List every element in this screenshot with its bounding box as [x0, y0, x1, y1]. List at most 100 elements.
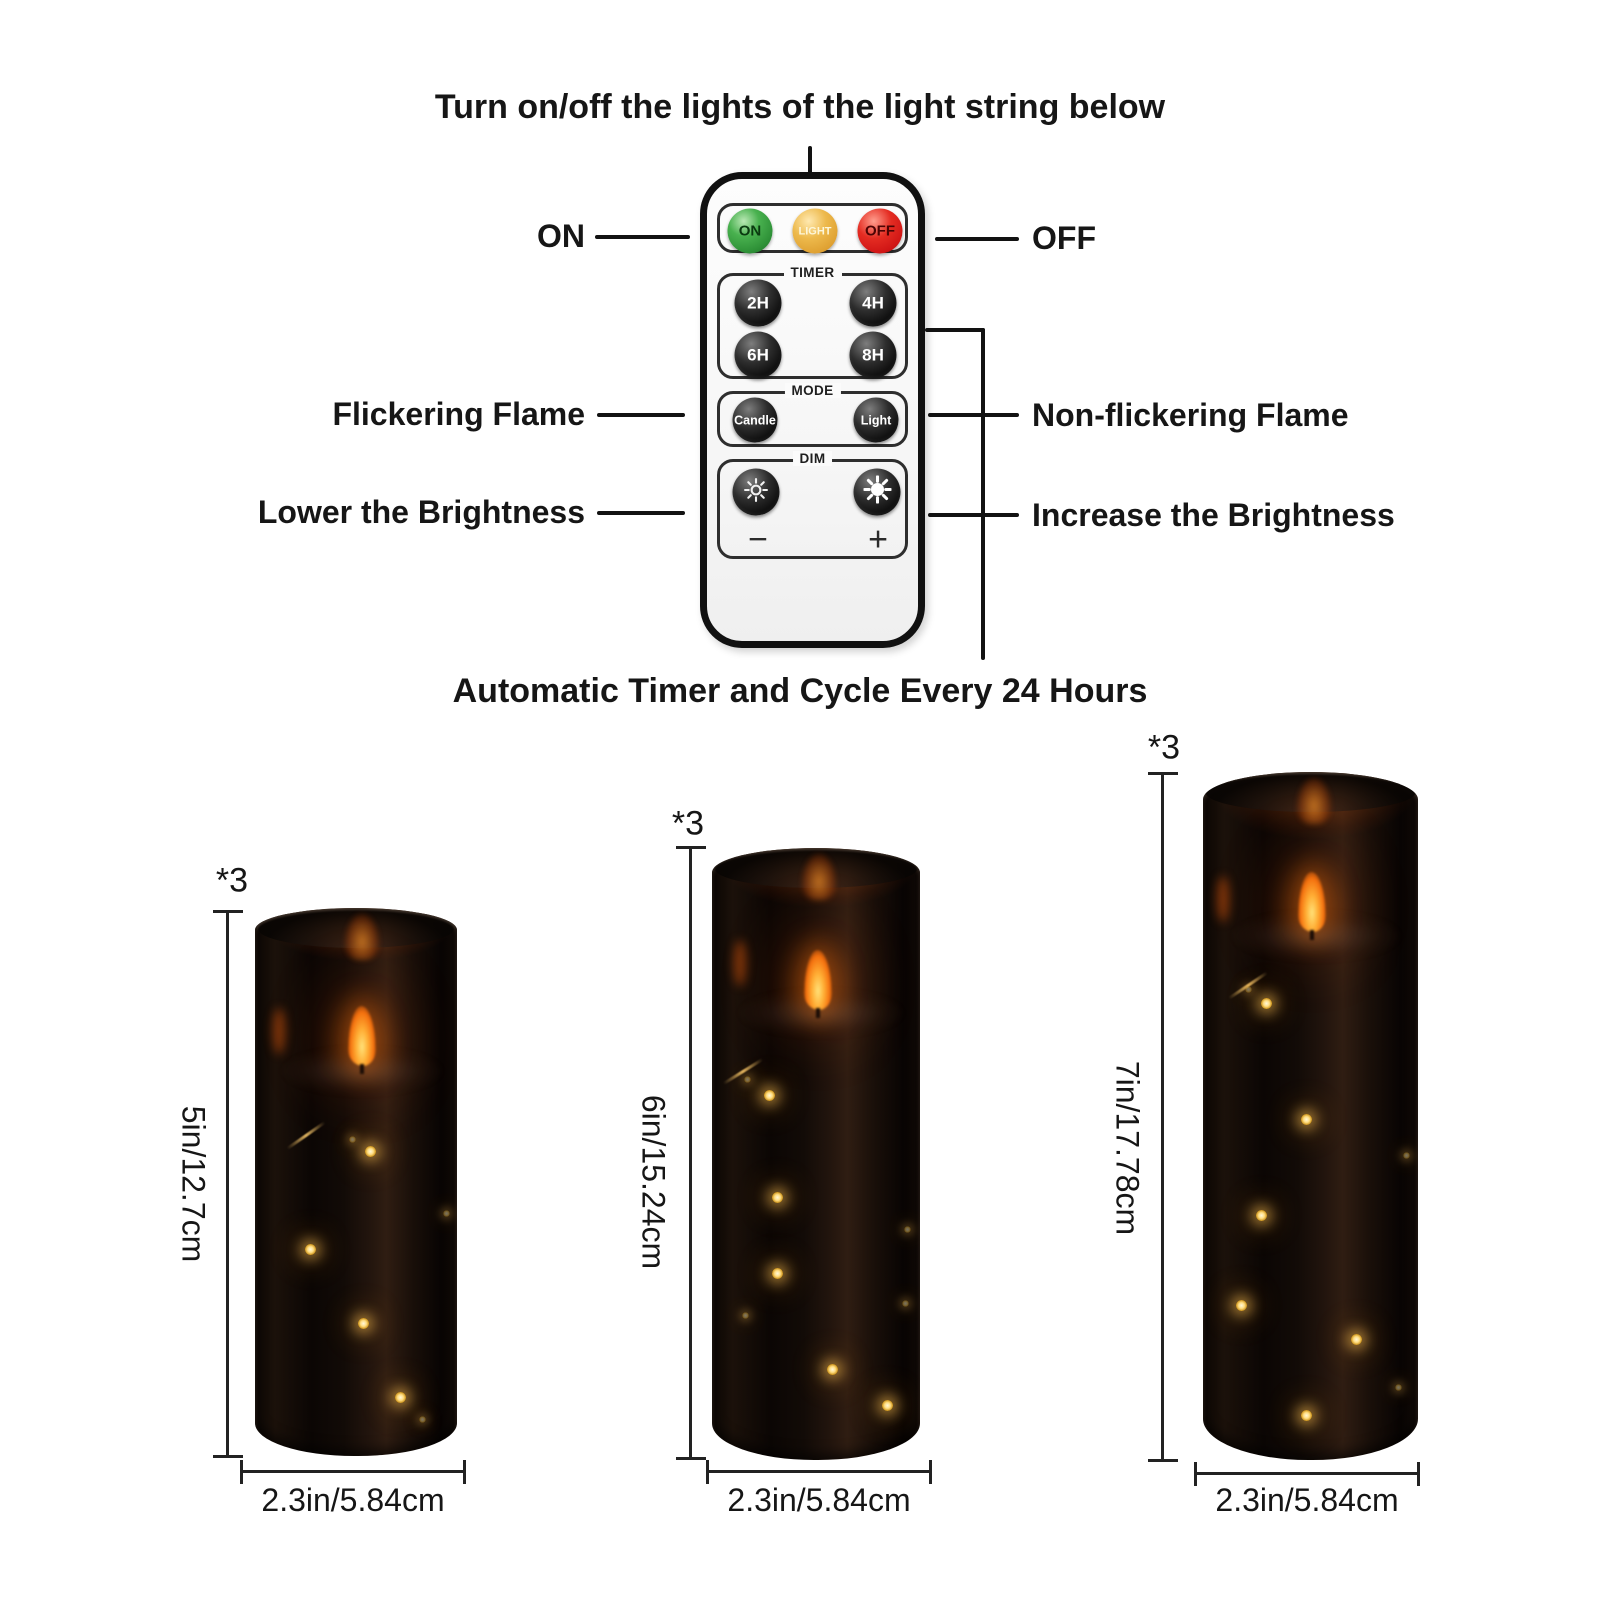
timer-2h-label: 2H [747, 293, 769, 312]
candle-2-height-line [675, 846, 706, 1460]
power-light-button: LIGHT [792, 208, 838, 254]
string-light [358, 1318, 369, 1329]
candle-3-height-line [1147, 772, 1178, 1462]
dim-sun-icon [744, 477, 769, 507]
callout-non-flickering-line [928, 413, 1019, 417]
measure-cap [1147, 1459, 1178, 1462]
string-light [764, 1090, 775, 1101]
string-light [1256, 1210, 1267, 1221]
measure-cap [463, 1459, 466, 1484]
measure-cap [929, 1459, 932, 1484]
measure-cap [1194, 1461, 1197, 1486]
dim-plus-sign: + [868, 520, 888, 559]
timer-bracket-vertical-line [981, 328, 985, 660]
dim-section-label: DIM [792, 451, 833, 466]
dim-section: DIM [717, 451, 908, 559]
string-light [1236, 1300, 1247, 1311]
timer-8h-label: 8H [862, 345, 884, 364]
callout-increase-brightness-line [928, 513, 1019, 517]
measure-cap [212, 1455, 243, 1458]
remote-control: ON LIGHT OFF TIMER 2H 4H 6H 8H [700, 172, 925, 648]
string-light [1301, 1114, 1312, 1125]
flame-icon [1298, 872, 1326, 932]
power-light-label: LIGHT [798, 225, 832, 237]
timer-2h-button: 2H [734, 279, 782, 327]
string-light [419, 1416, 426, 1423]
measure-cap [240, 1459, 243, 1484]
string-light [827, 1364, 838, 1375]
candle-3-width-line [1194, 1461, 1420, 1486]
candle-2-qty-label: *3 [671, 804, 705, 843]
string-light [395, 1392, 406, 1403]
mode-light-button: Light [853, 397, 899, 443]
power-on-button: ON [727, 208, 773, 254]
measure-cap [675, 1457, 706, 1460]
string-light [882, 1400, 893, 1411]
power-off-label: OFF [865, 222, 895, 240]
candle-2-width-line [706, 1459, 932, 1484]
string-light [742, 1312, 749, 1319]
callout-non-flickering-label: Non-flickering Flame [1032, 397, 1349, 433]
string-light [365, 1146, 376, 1157]
string-light [744, 1076, 751, 1083]
mode-candle-label: Candle [734, 413, 776, 427]
candle-1-height-label: 5in/12.7cm [175, 1105, 212, 1263]
flame-reflection [802, 854, 836, 900]
flame-reflection [1297, 778, 1331, 824]
wire-glint [286, 1121, 326, 1150]
string-light [349, 1136, 356, 1143]
string-light [904, 1226, 911, 1233]
candle-1-qty-label: *3 [215, 861, 249, 900]
flame-reflection [345, 914, 379, 960]
string-light [1351, 1334, 1362, 1345]
candle-1-image [255, 908, 457, 1456]
candle-3-qty-label: *3 [1147, 728, 1181, 767]
string-light [1301, 1410, 1312, 1421]
power-on-label: ON [738, 222, 762, 240]
mode-section: MODE Candle Light [717, 383, 908, 447]
timer-bracket-horizontal-line [925, 328, 985, 332]
callout-increase-brightness-label: Increase the Brightness [1032, 497, 1395, 533]
candle-3-height-label: 7in/17.78cm [1109, 1060, 1146, 1236]
string-light [305, 1244, 316, 1255]
glass-glare [734, 940, 746, 986]
timer-4h-button: 4H [849, 279, 897, 327]
flame-icon [804, 950, 832, 1010]
callout-off-line [935, 237, 1019, 241]
callout-on-line [595, 235, 690, 239]
measure-cap [675, 846, 706, 849]
timer-6h-label: 6H [747, 345, 769, 364]
string-light [772, 1192, 783, 1203]
string-light [1395, 1384, 1402, 1391]
power-off-button: OFF [857, 208, 903, 254]
callout-lower-brightness-label: Lower the Brightness [257, 494, 585, 530]
string-light [443, 1210, 450, 1217]
page-title: Turn on/off the lights of the light stri… [434, 88, 1166, 126]
glass-glare [1217, 876, 1229, 922]
wire-glint [722, 1058, 764, 1085]
candle-3-image [1203, 772, 1418, 1460]
string-light [1245, 986, 1252, 993]
callout-lower-brightness-line [597, 511, 685, 515]
dim-down-button [732, 468, 780, 516]
candle-2-width-label: 2.3in/5.84cm [727, 1482, 911, 1518]
callout-off-label: OFF [1032, 220, 1096, 256]
timer-6h-button: 6H [734, 331, 782, 379]
measure-cap [212, 910, 243, 913]
mode-light-label: Light [860, 413, 892, 427]
measure-cap [1147, 772, 1178, 775]
title-connector-line [808, 146, 812, 174]
glass-glare [273, 1008, 285, 1054]
string-light [1261, 998, 1272, 1009]
bright-sun-icon [862, 475, 892, 509]
candle-1-width-line [240, 1459, 466, 1484]
flame-icon [348, 1006, 376, 1066]
dim-up-button [853, 468, 901, 516]
mode-section-label: MODE [784, 383, 841, 398]
timer-section-label: TIMER [783, 265, 842, 280]
caption-text: Automatic Timer and Cycle Every 24 Hours [452, 672, 1148, 710]
power-section: ON LIGHT OFF [717, 203, 908, 254]
timer-8h-button: 8H [849, 331, 897, 379]
mode-candle-button: Candle [732, 397, 778, 443]
